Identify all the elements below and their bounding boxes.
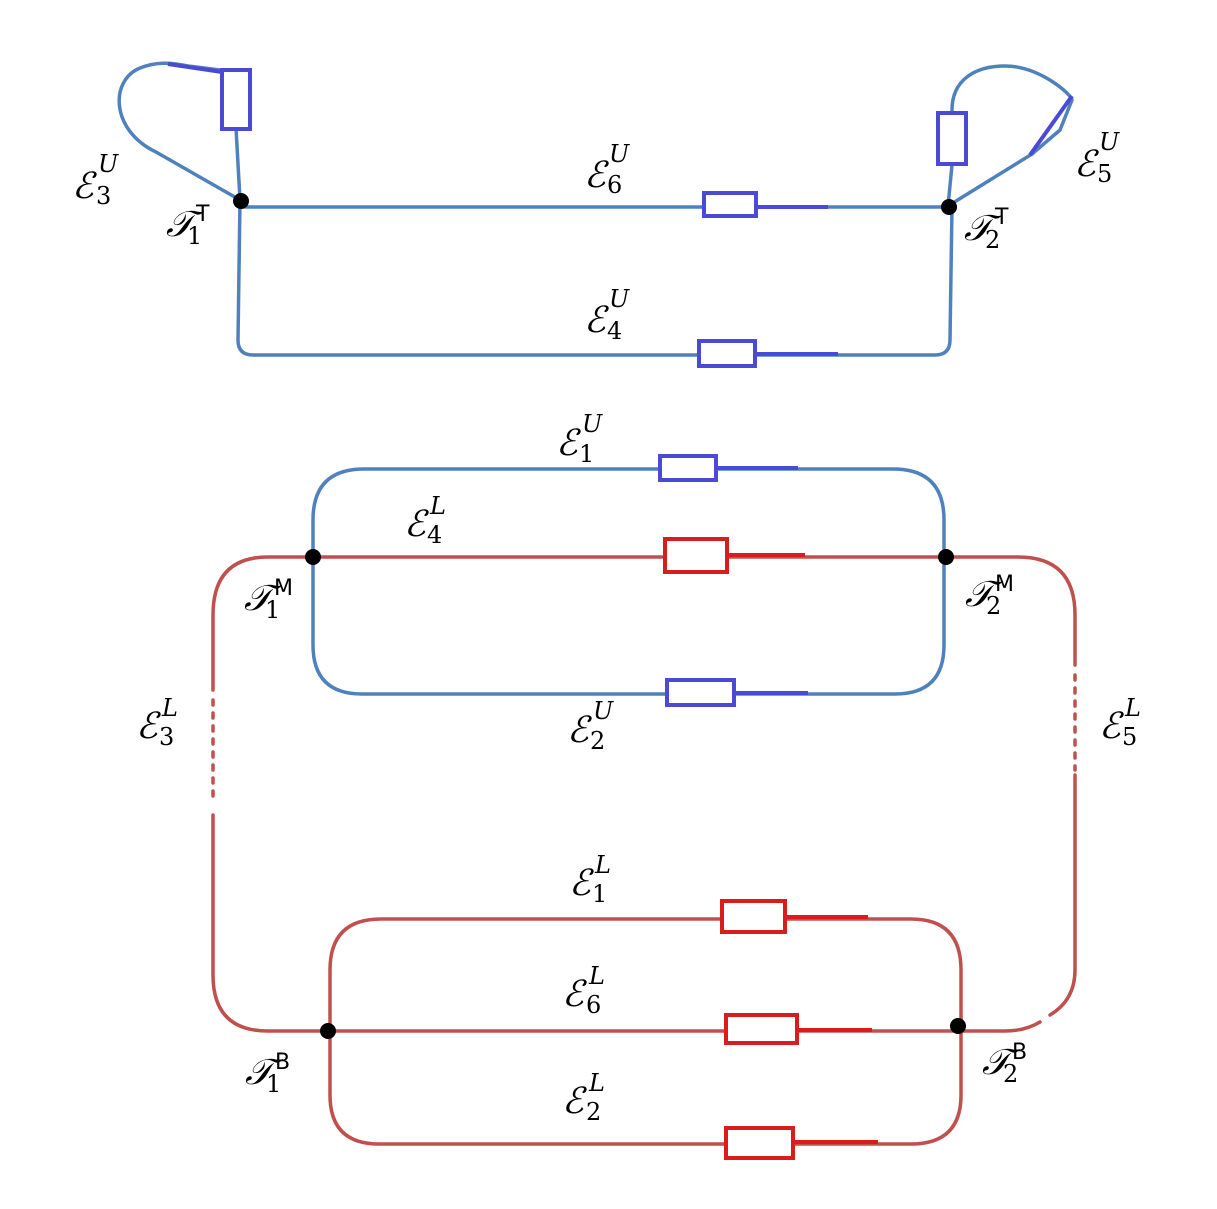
label-e4u: ℰ 4 U (584, 285, 630, 345)
label-t2t-sup: T (994, 205, 1009, 230)
label-e4l-base: ℰ (404, 504, 429, 545)
label-e6u-sub: 6 (607, 171, 622, 199)
label-e5u-base: ℰ (1074, 144, 1099, 185)
label-e6l-base: ℰ (562, 974, 587, 1015)
label-e3u-sub: 3 (96, 182, 111, 210)
label-e2u-sub: 2 (590, 727, 605, 755)
label-t2b-sup: B (1012, 1040, 1027, 1065)
label-e3u-base: ℰ (72, 166, 97, 207)
label-t1-bottom: 𝒯 1 B (245, 1050, 290, 1098)
node-t2-bottom (950, 1018, 966, 1034)
node-t1-middle (305, 549, 321, 565)
label-e4l-sub: 4 (427, 521, 442, 549)
label-t2m-sub: 2 (986, 592, 1001, 620)
label-t1m-sub: 1 (265, 596, 280, 624)
edge-e4l-resistor (663, 537, 729, 574)
label-e4u-sub: 4 (607, 317, 622, 345)
edge-e4u-wire (236, 198, 954, 357)
label-e1u-sub: 1 (579, 440, 594, 468)
edge-e5u-stub (1028, 94, 1074, 157)
label-e6l: ℰ 6 L (562, 962, 605, 1019)
label-e4l: ℰ 4 L (404, 492, 446, 549)
label-e6u: ℰ 6 U (584, 140, 630, 199)
edge-e5l-wire-upper (944, 555, 1077, 667)
label-e1u-sup: U (582, 410, 603, 438)
edge-e4u-resistor (697, 339, 757, 368)
label-e4u-sup: U (609, 285, 630, 313)
label-t2-bottom: 𝒯 2 B (982, 1040, 1027, 1088)
label-e1l-sup: L (594, 851, 611, 879)
edge-e1l-resistor (720, 899, 787, 934)
edge-e2u-wire (311, 555, 946, 696)
label-t1-middle: 𝒯 1 M (244, 576, 293, 624)
label-e1l-sub: 1 (592, 880, 607, 908)
label-e3l-sub: 3 (159, 723, 174, 751)
label-e2u-sup: U (593, 697, 614, 725)
label-t2-top: 𝒯 2 T (964, 205, 1009, 254)
edge-e5l-wire-bottom (956, 1020, 1042, 1033)
edge-e5u-resistor (936, 111, 968, 166)
edge-e3l-wire-upper (211, 555, 315, 692)
label-e6u-base: ℰ (584, 155, 609, 196)
edge-e3l-wire-lower (211, 813, 332, 1033)
edge-e6l-resistor (724, 1013, 799, 1045)
label-e2l-sup: L (588, 1069, 605, 1097)
label-e5u-sub: 5 (1097, 160, 1112, 188)
label-e1u: ℰ 1 U (556, 410, 603, 468)
label-e5l-sub: 5 (1122, 723, 1137, 751)
edge-e1u-wire (311, 467, 946, 559)
node-t2-middle (938, 549, 954, 565)
label-e3l-base: ℰ (136, 706, 161, 747)
edge-e2u-resistor (665, 678, 736, 707)
edge-e3u-resistor (220, 68, 252, 131)
label-e6u-sup: U (609, 140, 630, 168)
top-subgraph (117, 61, 1074, 368)
label-e2l-sub: 2 (586, 1098, 601, 1126)
label-e2u-base: ℰ (567, 710, 592, 751)
edge-e2l-resistor (724, 1126, 795, 1160)
label-t1t-sup: T (195, 202, 210, 227)
label-t2m-sup: M (995, 572, 1014, 597)
edge-e6u-resistor (702, 191, 758, 218)
label-e5u: ℰ 5 U (1074, 128, 1120, 188)
label-t1b-sup: B (275, 1050, 290, 1075)
label-e2u: ℰ 2 U (567, 697, 614, 755)
edge-e3u-stub (167, 62, 223, 74)
label-e4l-sup: L (429, 492, 446, 520)
label-t1m-sup: M (274, 576, 293, 601)
node-t1-bottom (320, 1023, 336, 1039)
label-t2t-sub: 2 (985, 226, 1000, 254)
label-e1l: ℰ 1 L (569, 851, 611, 908)
edge-e1l-wire (328, 917, 963, 1033)
label-e1u-base: ℰ (556, 423, 581, 464)
label-e3u: ℰ 3 U (72, 150, 119, 210)
edge-e5l-wire-lower (1048, 773, 1077, 1017)
label-t2b-sub: 2 (1003, 1060, 1018, 1088)
label-e6l-sub: 6 (586, 991, 601, 1019)
node-t2-top (941, 199, 957, 215)
label-e3u-sup: U (98, 150, 119, 178)
label-e2l: ℰ 2 L (562, 1069, 605, 1126)
label-e5l-sup: L (1124, 694, 1141, 722)
label-t1t-sub: 1 (187, 222, 202, 250)
label-e5l-base: ℰ (1099, 706, 1124, 747)
label-e5u-sup: U (1099, 128, 1120, 156)
node-t1-top (233, 193, 249, 209)
label-e4u-base: ℰ (584, 300, 609, 341)
label-t2-middle: 𝒯 2 M (965, 572, 1014, 620)
label-t1-top: 𝒯 1 T (166, 202, 210, 250)
edge-e2l-wire (328, 1026, 963, 1146)
label-e3l: ℰ 3 L (136, 694, 178, 751)
label-t1b-sub: 1 (266, 1070, 281, 1098)
label-e5l: ℰ 5 L (1099, 694, 1141, 751)
label-e2l-base: ℰ (562, 1081, 587, 1122)
label-e3l-sup: L (161, 694, 178, 722)
label-e1l-base: ℰ (569, 863, 594, 904)
edge-e1u-resistor (658, 454, 718, 482)
label-e6l-sup: L (588, 962, 605, 990)
